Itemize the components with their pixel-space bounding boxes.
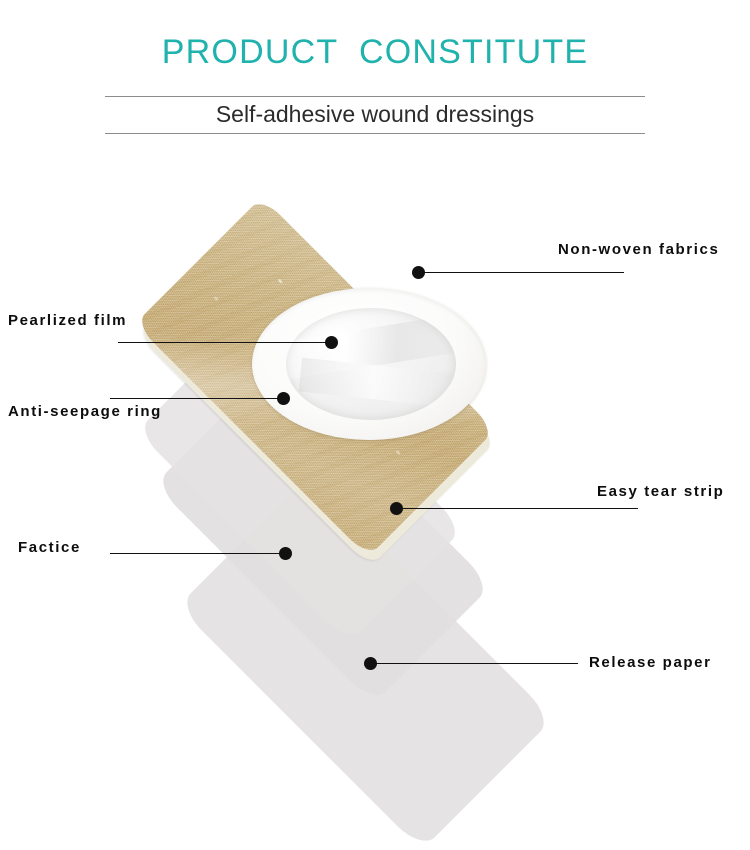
callout-line-easy-tear-strip <box>396 508 638 509</box>
callout-label-non-woven-fabrics: Non-woven fabrics <box>558 241 720 258</box>
callout-label-release-paper: Release paper <box>589 654 712 671</box>
subtitle-rule-bottom <box>105 133 645 134</box>
callout-label-easy-tear-strip: Easy tear strip <box>597 483 725 500</box>
product-constitute-page: PRODUCT CONSTITUTE Self-adhesive wound d… <box>0 0 750 794</box>
pearlized-film-shape <box>286 308 456 420</box>
callout-line-release-paper <box>370 663 578 664</box>
page-subtitle: Self-adhesive wound dressings <box>215 101 535 127</box>
callout-line-non-woven-fabrics <box>418 272 624 273</box>
page-title: PRODUCT CONSTITUTE <box>161 33 589 71</box>
product-layer-diagram: Non-woven fabrics Pearlized film Anti-se… <box>0 0 750 794</box>
callout-line-factice <box>110 553 285 554</box>
callout-line-pearlized-film <box>118 342 331 343</box>
callout-dot-anti-seepage-ring <box>277 392 290 405</box>
callout-dot-pearlized-film <box>325 336 338 349</box>
subtitle-rule-top <box>105 96 645 97</box>
callout-line-anti-seepage-ring <box>110 398 283 399</box>
callout-label-anti-seepage-ring: Anti-seepage ring <box>8 403 162 420</box>
callout-label-factice: Factice <box>18 539 81 556</box>
callout-label-pearlized-film: Pearlized film <box>8 312 128 329</box>
callout-dot-factice <box>279 547 292 560</box>
